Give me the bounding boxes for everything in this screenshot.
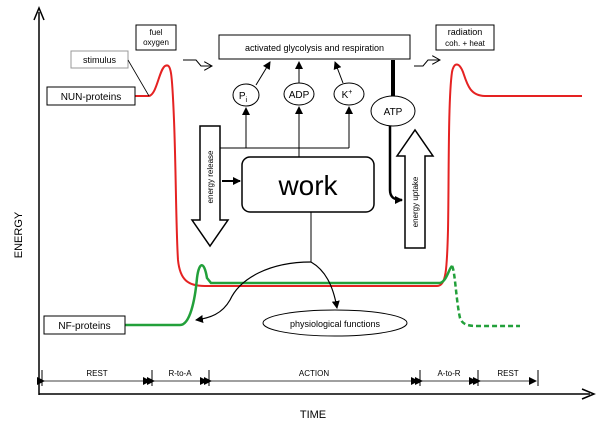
energy-uptake-label: energy uptake	[411, 176, 420, 227]
atp-label: ATP	[384, 107, 403, 118]
oxygen-label: oxygen	[143, 38, 169, 47]
stimulus-label: stimulus	[83, 55, 117, 65]
x-axis	[39, 388, 596, 400]
radiation-label: radiation	[448, 27, 483, 37]
phase-r-to-a-label: R-to-A	[168, 369, 192, 378]
pi-ellipse	[232, 83, 260, 107]
stimulus-pointer	[127, 59, 150, 97]
k-label: K+	[342, 89, 353, 101]
x-axis-label: TIME	[300, 409, 326, 421]
pi-to-activation-arrow	[255, 61, 271, 86]
k-ellipse	[333, 82, 365, 106]
work-box	[241, 156, 375, 213]
work-label: work	[277, 170, 338, 201]
pi-label: Pi	[239, 91, 248, 104]
y-axis	[33, 6, 45, 395]
activated-glycolysis-label: activated glycolysis and respiration	[245, 43, 384, 53]
energy-release-arrow	[190, 125, 230, 248]
activated-glycolysis-box	[218, 34, 411, 60]
radiation-sub-label: coh. + heat	[445, 39, 486, 48]
adp-label: ADP	[289, 90, 310, 101]
activation-to-radiation-arrow	[414, 60, 440, 67]
phase-rest-2-label: REST	[497, 369, 518, 378]
energy-release-label: energy release	[206, 150, 215, 203]
fuel-oxygen-box	[135, 24, 177, 51]
phase-timeline: REST R-to-A ACTION A-to-R REST	[37, 369, 539, 386]
nf-proteins-box	[43, 315, 126, 335]
stimulus-box	[70, 50, 129, 69]
physiological-label: physiological functions	[290, 319, 381, 329]
fuel-to-activation-arrow	[183, 59, 212, 66]
fuel-label: fuel	[150, 28, 163, 37]
work-to-nf-arrow	[195, 261, 312, 323]
physiological-ellipse	[262, 309, 408, 337]
k-to-activation-arrow	[333, 61, 344, 84]
nun-proteins-box	[46, 86, 136, 106]
phase-rest-1-label: REST	[86, 369, 107, 378]
y-axis-label: ENERGY	[13, 211, 25, 258]
nf-proteins-curve	[125, 264, 453, 327]
nun-proteins-curve	[135, 63, 582, 287]
nf-proteins-label: NF-proteins	[58, 321, 110, 332]
work-to-physiological-arrow	[310, 261, 340, 309]
energy-uptake-arrow	[395, 128, 435, 249]
nun-proteins-label: NUN-proteins	[61, 92, 122, 103]
phase-action-label: ACTION	[299, 369, 329, 378]
atp-down-bar	[388, 126, 403, 204]
phase-a-to-r-label: A-to-R	[437, 369, 460, 378]
nf-proteins-curve-dashed	[450, 265, 520, 328]
radiation-box	[435, 24, 495, 51]
